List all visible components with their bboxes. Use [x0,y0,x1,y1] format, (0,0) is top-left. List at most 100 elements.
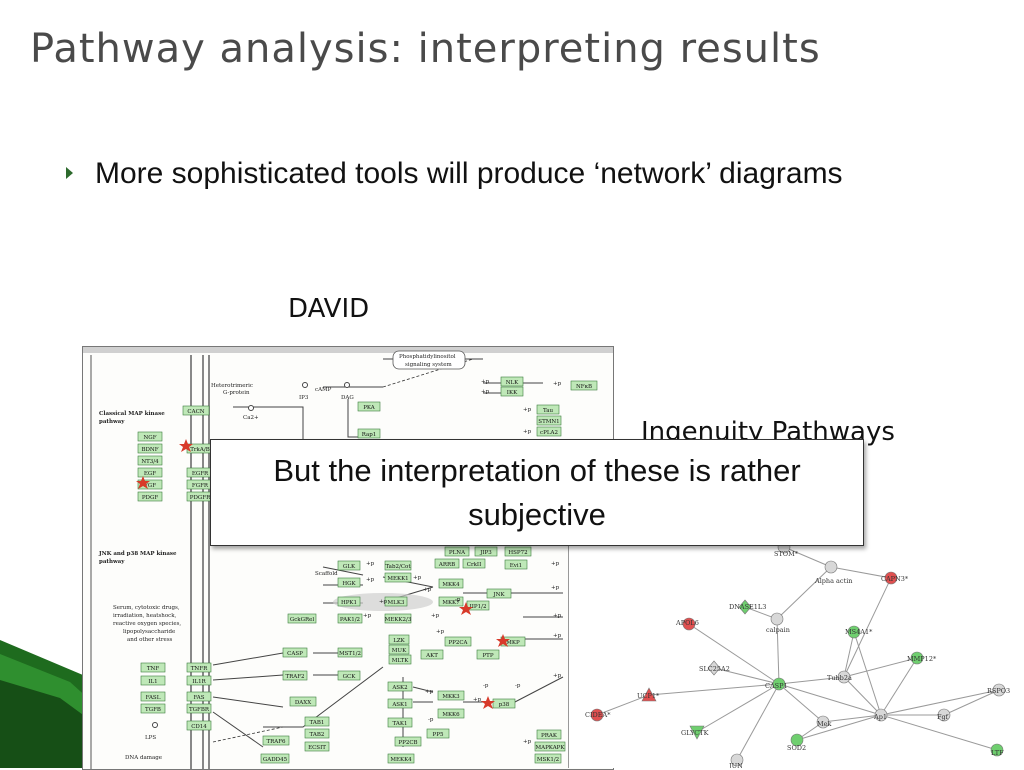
kegg-gene-label: MSK1/2 [537,757,559,763]
kegg-gene-box: BDNF [137,443,163,454]
kegg-text-label: Classical MAP kinase [99,411,165,417]
kegg-phospho-label: -p [455,597,461,603]
kegg-text-label: DNA damage [125,755,162,761]
kegg-gene-box: TGFBR [186,703,212,714]
kegg-gene-box: FGF [137,479,163,490]
kegg-gene-label: PP2CA [448,640,468,646]
kegg-gene-label: ASK2 [391,685,407,691]
network-node-label: RSPO3 [987,687,1010,695]
network-node: JUN [728,753,744,768]
kegg-gene-box: MKK6 [437,708,465,719]
kegg-phospho-label: +p [553,381,562,387]
network-node: Ap1 [873,708,888,722]
kegg-phospho-label: +p [481,389,490,395]
kegg-gene-box: DAXX [289,696,317,707]
kegg-gene-box: GckGRel [287,613,317,624]
network-edge [648,683,780,696]
network-node-label: SOD2 [787,744,806,752]
kegg-gene-label: FAS [193,695,204,701]
network-node: Fgf [937,708,951,722]
kegg-gene-label: TAK1 [393,721,408,727]
network-edge [880,657,918,716]
kegg-gene-label: MEKK4 [390,757,412,763]
network-edge [943,689,1000,716]
network-node: SOD2 [787,733,806,752]
kegg-text-label: Heterotrimeric [211,383,253,389]
kegg-gene-box: MEKK4 [387,753,415,764]
kegg-gene-label: PTP [482,653,493,659]
kegg-phospho-label: +p [523,407,532,413]
kegg-text-label: G-protein [223,390,250,396]
kegg-gene-label: TAB2 [310,732,325,738]
kegg-gene-box: PKA [357,401,381,412]
bullet-text: More sophisticated tools will produce ‘n… [95,157,843,190]
kegg-gene-label: Tau [543,408,554,414]
kegg-gene-label: MST1/2 [339,651,361,657]
kegg-gene-label: ARRB [438,562,455,568]
kegg-gene-box: IL1R [186,675,212,686]
kegg-gene-label: PP2CB [398,740,417,746]
kegg-gene-box: cPLA2 [536,426,562,437]
kegg-gene-label: JIP3 [479,550,492,556]
network-node-label: CASP1 [765,682,788,690]
network-edge [843,676,882,716]
callout-box: But the interpretation of these is rathe… [210,439,864,546]
network-node-label: Fgf [937,713,949,721]
kegg-gene-label: DAXX [295,700,311,706]
kegg-gene-box: TAB1 [304,716,330,727]
kegg-gene-label: TNFR [191,666,208,672]
kegg-phospho-label: +p [473,697,482,703]
kegg-phospho-label: +p [436,629,445,635]
network-edge [776,566,832,620]
kegg-gene-label: PP5 [433,732,444,738]
kegg-text-label: reactive oxygen species, [113,621,181,627]
kegg-gene-label: HSP72 [508,550,527,556]
network-edge [822,714,882,723]
kegg-gene-label: MKK3 [442,694,460,700]
kegg-gene-label: NLK [506,380,519,386]
kegg-phospho-label: +p [423,587,432,593]
kegg-gene-box: Tab2/Cot [384,560,411,571]
kegg-gene-label: FGF [144,483,156,489]
network-node-label: Mek [817,720,832,728]
network-edge [880,714,998,751]
network-node-label: calpain [766,626,790,634]
kegg-phospho-label: +p [413,575,422,581]
network-node-label: Alpha actin [814,577,852,585]
kegg-gene-label: GLK [343,564,356,570]
kegg-gene-label: Tab2/Cot [385,564,411,570]
kegg-phospho-label: +p [366,577,375,583]
kegg-gene-label: GckGRel [290,617,315,623]
kegg-gene-label: cPLA2 [540,430,558,436]
kegg-gene-label: MEKK1 [387,576,408,582]
network-node: RSPO3 [987,683,1010,697]
kegg-phospho-label: +p [379,599,388,605]
kegg-gene-box: ASK2 [387,681,413,692]
network-edge [736,683,780,761]
kegg-gene-box: HGK [337,577,361,588]
kegg-phospho-label: +p [553,633,562,639]
kegg-gene-label: IL1 [148,679,157,685]
kegg-gene-box: TAB2 [304,728,330,739]
network-node: SLC25A2 [699,660,730,676]
network-edge [830,566,892,579]
kegg-gene-label: CACN [187,409,204,415]
kegg-text-label: pathway [99,419,125,425]
network-edge [843,577,892,678]
network-node-label: STOM* [774,550,799,558]
kegg-phospho-label: +p [425,689,434,695]
kegg-phospho-label: +p [523,739,532,745]
kegg-gene-label: GADD45 [263,757,288,763]
kegg-gene-label: PLNA [449,550,466,556]
kegg-gene-label: JIP1/2 [469,604,487,610]
network-node-label: MMP12* [907,655,937,663]
network-node: MS4A1* [845,625,873,639]
kegg-gene-box: IL1 [140,675,166,686]
kegg-phospho-label: -p [515,683,521,689]
network-edge [843,631,855,678]
kegg-phospho-label: +p [553,613,562,619]
kegg-gene-label: PDGFR [190,495,211,501]
network-node: CIDEA* [585,708,611,722]
kegg-gene-label: TrkA/B [190,447,210,453]
